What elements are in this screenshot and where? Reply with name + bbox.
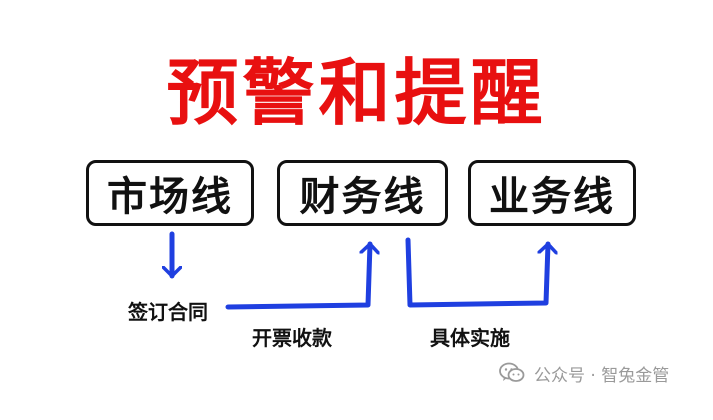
arrow-sign-to-finance [225,241,370,310]
node-finance-label: 财务线 [299,174,426,220]
edge-label-sign-contract: 签订合同 [128,300,208,324]
watermark-text: 公众号 · 智兔金管 [534,365,670,386]
node-market-label: 市场线 [107,174,233,220]
arrow-finance-to-business [405,237,548,308]
diagram-title: 预警和提醒 [166,51,547,135]
node-market-line: 市场线 [86,160,254,226]
wechat-icon [499,362,525,382]
edge-label-implement: 具体实施 [430,326,510,350]
node-finance-line: 财务线 [277,160,448,226]
node-business-label: 业务线 [489,174,615,220]
edge-label-invoice: 开票收款 [252,326,332,350]
watermark: 公众号 · 智兔金管 [498,358,669,388]
node-business-line: 业务线 [468,160,636,226]
